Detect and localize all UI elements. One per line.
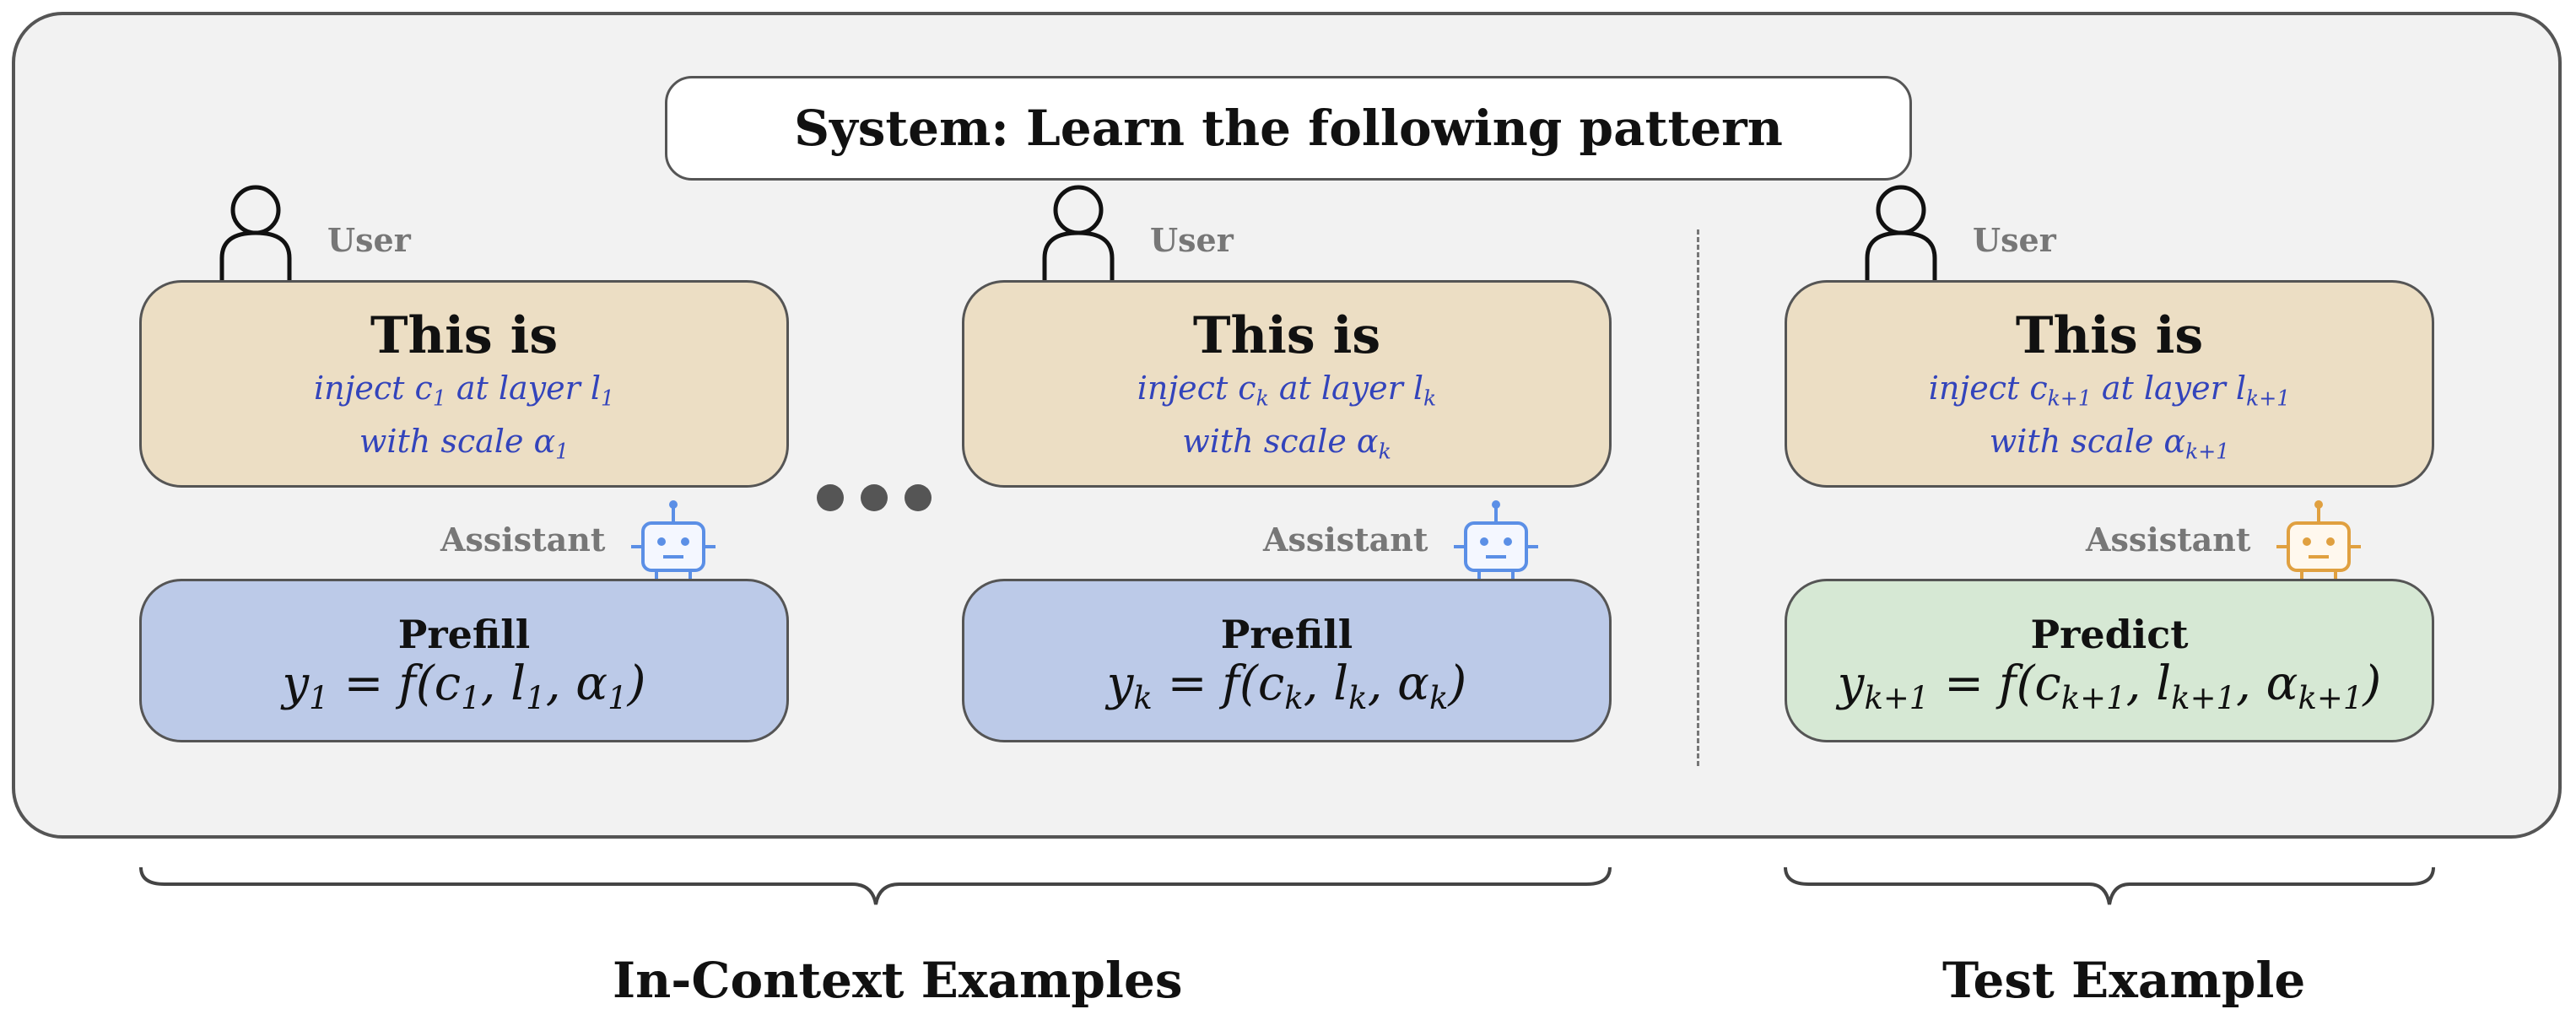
in-context-brace <box>139 866 1612 905</box>
ellipsis-dot <box>817 484 844 511</box>
user-icon <box>219 185 292 280</box>
prefill-response-box: Prefill y1 = f(c1, l1, α1) <box>139 579 789 742</box>
predict-response-box: Predict yk+1 = f(ck+1, lk+1, αk+1) <box>1785 579 2434 742</box>
user-message-title: This is <box>1192 306 1381 365</box>
user-role-label: User <box>1150 221 1234 259</box>
user-icon <box>1865 185 1937 280</box>
user-role-label: User <box>327 221 411 259</box>
user-message-box: This is inject ck at layer lk with scale… <box>962 280 1612 488</box>
inject-instruction: inject c1 at layer l1 <box>314 370 614 411</box>
response-label: Predict <box>2030 612 2189 657</box>
test-example-label: Test Example <box>1942 952 2306 1009</box>
ellipsis-dot <box>861 484 888 511</box>
response-label: Prefill <box>1220 612 1353 657</box>
in-context-examples-label: In-Context Examples <box>613 952 1183 1009</box>
user-message-title: This is <box>2015 306 2204 365</box>
inject-scale: with scale αk+1 <box>1989 422 2230 464</box>
prefill-response-box: Prefill yk = f(ck, lk, αk) <box>962 579 1612 742</box>
inject-scale: with scale α1 <box>359 422 570 464</box>
user-message-box: This is inject c1 at layer l1 with scale… <box>139 280 789 488</box>
separator-line <box>1697 229 1699 766</box>
system-prompt-box: System: Learn the following pattern <box>665 76 1912 181</box>
assistant-role-label: Assistant <box>1263 521 1428 559</box>
user-message-title: This is <box>370 306 559 365</box>
assistant-role-label: Assistant <box>440 521 606 559</box>
inject-instruction: inject ck+1 at layer lk+1 <box>1928 370 2291 411</box>
inject-instruction: inject ck at layer lk <box>1137 370 1437 411</box>
ellipsis-dot <box>905 484 932 511</box>
assistant-robot-icon <box>631 500 716 579</box>
user-message-box: This is inject ck+1 at layer lk+1 with s… <box>1785 280 2434 488</box>
system-prompt-text: System: Learn the following pattern <box>794 100 1783 157</box>
user-icon <box>1042 185 1115 280</box>
assistant-robot-icon <box>1454 500 1538 579</box>
response-label: Prefill <box>397 612 531 657</box>
inject-scale: with scale αk <box>1182 422 1391 464</box>
response-equation: yk+1 = f(ck+1, lk+1, αk+1) <box>1837 656 2382 717</box>
user-role-label: User <box>1973 221 2056 259</box>
assistant-role-label: Assistant <box>2086 521 2251 559</box>
assistant-robot-icon <box>2276 500 2361 579</box>
response-equation: yk = f(ck, lk, αk) <box>1106 656 1467 717</box>
response-equation: y1 = f(c1, l1, α1) <box>282 656 646 717</box>
test-brace <box>1784 866 2435 905</box>
